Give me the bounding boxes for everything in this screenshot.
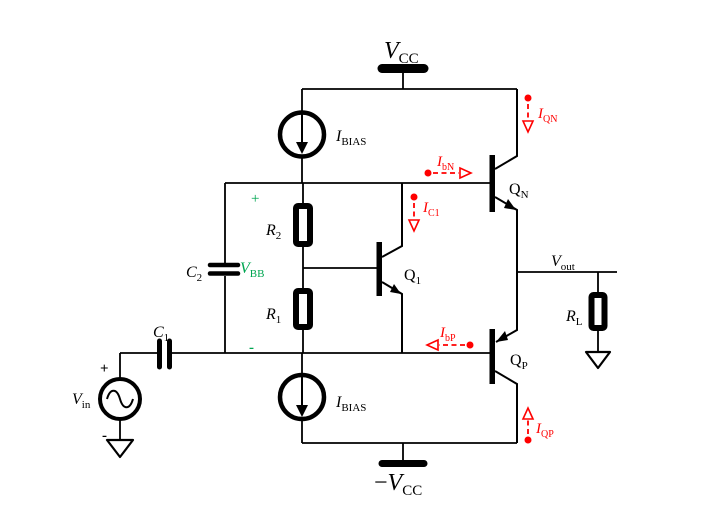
transistor-qn: [489, 89, 518, 272]
transistor-qp: [489, 272, 518, 443]
arrow-down-icon: [296, 142, 308, 154]
label-rl: RL: [565, 308, 583, 328]
label-iqp: IQP: [535, 421, 554, 440]
label-vbb: VBB: [240, 260, 264, 280]
arrow-down-icon: [296, 405, 308, 417]
ground-symbol-rl: [584, 350, 612, 370]
label-ibias-bottom: IBIAS: [335, 394, 366, 414]
ibias-top-source: [277, 110, 327, 159]
current-arrow-ibp: [425, 338, 474, 352]
label-ibias-top: IBIAS: [335, 128, 366, 148]
resistor-r1: [293, 288, 313, 330]
emitter-arrow-icon: [496, 331, 508, 342]
label-ibn: IbN: [436, 154, 454, 173]
sine-wave-icon: [106, 389, 134, 409]
capacitor-c1: [157, 338, 172, 370]
emitter-arrow-icon: [504, 199, 516, 210]
label-iqn: IQN: [537, 106, 557, 125]
current-arrow-iqn: [521, 94, 535, 134]
transistor-q1: [376, 183, 403, 353]
label-qn: QN: [509, 181, 529, 201]
label-ibp: IbP: [439, 325, 456, 344]
label-vin: Vin: [72, 391, 91, 411]
emitter-arrow-icon: [390, 284, 401, 294]
current-arrow-ic1: [407, 193, 421, 233]
ground-symbol-vin: [105, 438, 135, 459]
vbb-plus-sign: +: [251, 191, 259, 207]
vin-plus-sign: +: [100, 361, 109, 377]
ibias-bottom-source: [277, 372, 327, 422]
capacitor-c2: [207, 262, 241, 276]
label-neg-vcc: −VCC: [374, 470, 422, 499]
current-arrow-ibn: [424, 166, 473, 180]
resistor-r2: [293, 203, 313, 247]
current-arrow-iqp: [521, 406, 535, 444]
label-qp: QP: [510, 352, 528, 372]
label-vcc: VCC: [384, 38, 419, 67]
label-r2: R2: [265, 222, 281, 242]
resistor-rl: [588, 292, 608, 331]
wires: [119, 72, 617, 460]
label-vout: Vout: [551, 253, 575, 273]
label-ic1: IC1: [422, 200, 440, 219]
vin-minus-sign: -: [102, 428, 107, 444]
label-c1: C1: [153, 324, 169, 344]
vin-source: [98, 377, 142, 421]
vbb-minus-sign: -: [249, 340, 254, 356]
label-q1: Q1: [404, 267, 421, 287]
label-r1: R1: [265, 306, 281, 326]
label-c2: C2: [186, 264, 202, 284]
